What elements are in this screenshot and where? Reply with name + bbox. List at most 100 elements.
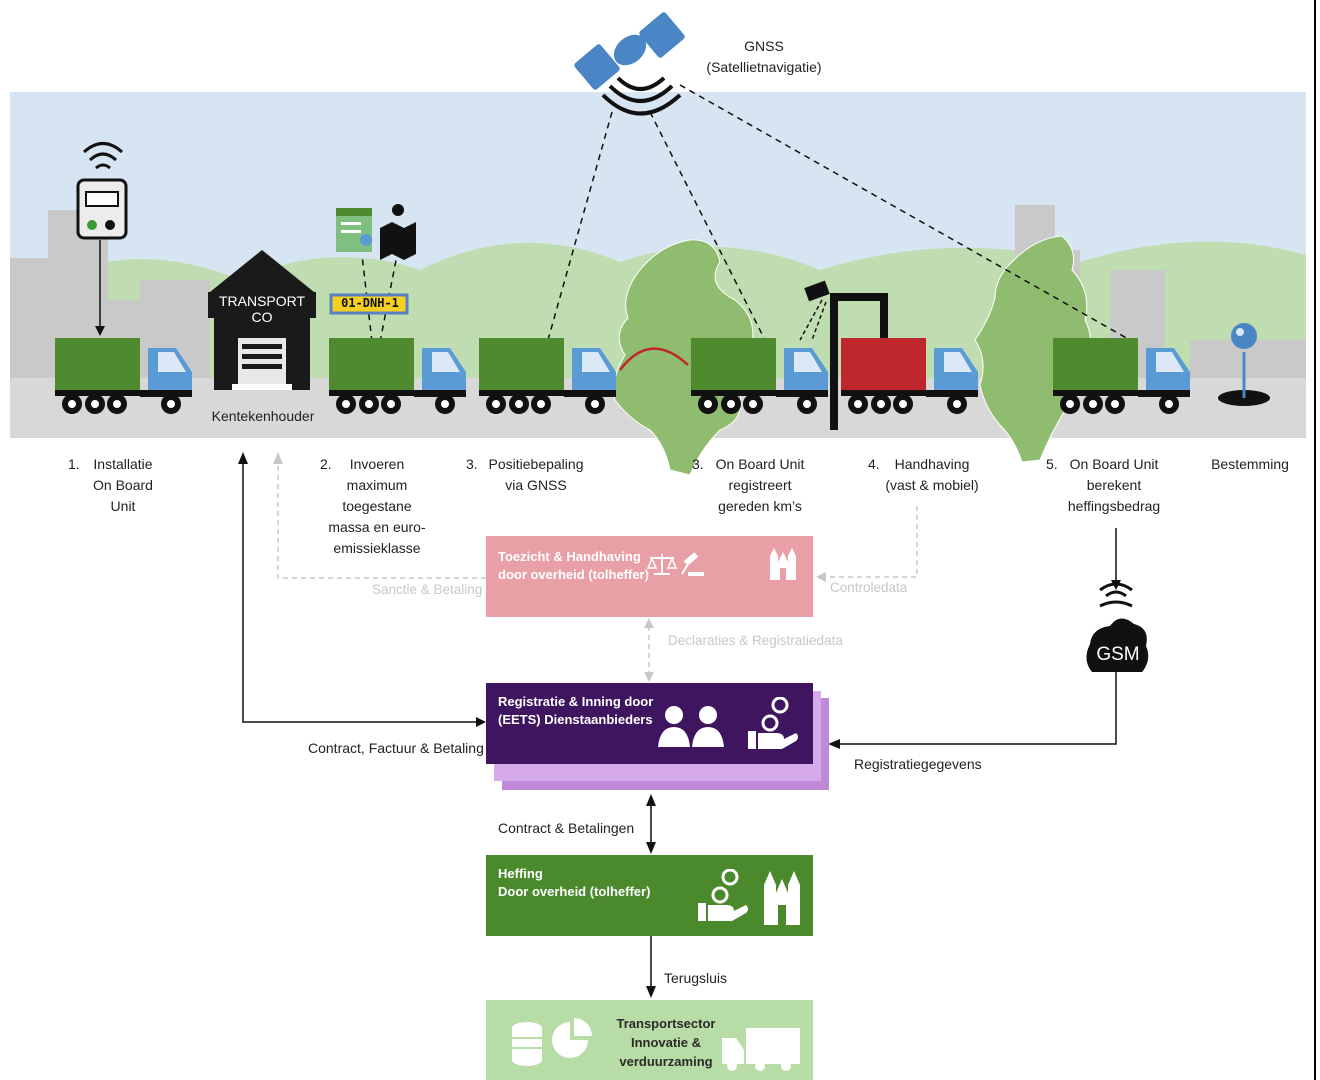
satellite-icon <box>574 12 685 116</box>
truck-1 <box>55 338 192 414</box>
step-line: via GNSS <box>505 477 567 493</box>
step-number: 3. <box>466 456 478 472</box>
step-line: Invoeren <box>349 456 405 472</box>
step-line: toegestane <box>342 498 412 514</box>
contract-factuur-label: Contract, Factuur & Betaling <box>308 740 484 756</box>
map-pin-icon <box>380 204 416 260</box>
step-number: 5. <box>1046 456 1058 472</box>
step-line: heffingsbedrag <box>1067 498 1161 514</box>
step-line: Installatie <box>93 456 153 472</box>
step-number: 2. <box>320 456 332 472</box>
box-title: Heffing <box>498 866 543 881</box>
truck-6 <box>1053 338 1190 414</box>
transport-building-icon <box>208 250 316 390</box>
controledata-arrow <box>826 506 918 578</box>
step-line: (vast & mobiel) <box>885 477 979 493</box>
destination-pin-icon <box>1218 323 1270 406</box>
step-2: 2. Invoeren maximum toegestane massa en … <box>316 454 436 559</box>
declaraties-label: Declaraties & Registratiedata <box>668 633 843 648</box>
building-caption: Kentekenhouder <box>211 408 315 424</box>
toezicht-text: Toezicht & Handhaving door overheid (tol… <box>498 548 649 584</box>
government-building-icon <box>770 548 796 580</box>
truck-2 <box>329 338 466 414</box>
truck-3 <box>479 338 616 414</box>
box-subtitle: verduurzaming <box>619 1054 713 1069</box>
terugsluis-label: Terugsluis <box>664 970 728 986</box>
step-number: 1. <box>68 456 80 472</box>
box-subtitle: Door overheid (tolheffer) <box>498 884 651 899</box>
step-text: Invoeren maximum toegestane massa en eur… <box>324 454 430 559</box>
step-line: emissieklasse <box>333 540 421 556</box>
camera-icon <box>799 280 830 341</box>
frame-border <box>1314 0 1316 1080</box>
box-title: Transportsector <box>616 1016 716 1031</box>
contract-factuur-arrow <box>242 462 478 723</box>
route-line <box>619 347 689 371</box>
step-line: On Board Unit <box>715 456 805 472</box>
users-icon <box>658 706 724 747</box>
registratiegegevens-arrow <box>838 672 1117 745</box>
transport-box: Transportsector Innovatie & verduurzamin… <box>486 1000 813 1080</box>
justice-scales-icon <box>646 552 704 576</box>
step-text: Positiebepaling via GNSS <box>484 454 588 496</box>
box-subtitle: door overheid (tolheffer) <box>498 567 649 582</box>
registratiegegevens-label: Registratiegegevens <box>854 756 982 772</box>
registratie-box: Registratie & Inning door (EETS) Diensta… <box>486 683 813 764</box>
contract-betalingen-label: Contract & Betalingen <box>498 820 635 836</box>
license-plate-text: 01-DNH-1 <box>341 296 399 310</box>
step-number: 4. <box>868 456 880 472</box>
truck-4 <box>691 338 828 414</box>
step-text: Handhaving (vast & mobiel) <box>880 454 984 496</box>
building-sign: TRANSPORT CO <box>218 293 306 325</box>
step-text: On Board Unit registreert gereden km’s <box>712 454 808 517</box>
government-building-icon <box>764 871 800 925</box>
payment-hand-icon <box>698 869 748 921</box>
step-line: Positiebepaling <box>488 456 584 472</box>
netherlands-map-1 <box>613 239 757 476</box>
step-line: gereden km’s <box>718 498 802 514</box>
step-line: Unit <box>110 498 136 514</box>
controledata-label: Controledata <box>830 580 908 595</box>
step-3b: 3. On Board Unit registreert gereden km’… <box>688 454 818 517</box>
step-line: Handhaving <box>894 456 970 472</box>
step-line: registreert <box>728 477 792 493</box>
gnss-subtitle: (Satellietnavigatie) <box>706 59 822 75</box>
license-plate <box>329 293 409 315</box>
box-subtitle: Innovatie & <box>630 1035 702 1050</box>
truck-icon <box>722 1028 800 1071</box>
gnss-label: GNSS (Satellietnavigatie) <box>700 36 828 78</box>
enforcement-gantry <box>830 293 888 430</box>
heffing-box: Heffing Door overheid (tolheffer) <box>486 855 813 936</box>
truck-5-red <box>841 338 978 414</box>
box-title: Registratie & Inning door <box>498 694 654 709</box>
step-number: 3. <box>692 456 704 472</box>
payment-hand-icon <box>748 697 798 749</box>
gnss-title: GNSS <box>744 38 784 54</box>
step-3a: 3. Positiebepaling via GNSS <box>462 454 602 496</box>
step-line: On Board Unit <box>1069 456 1159 472</box>
step-4: 4. Handhaving (vast & mobiel) <box>864 454 990 496</box>
step-line: massa en euro- <box>328 519 426 535</box>
heffing-text: Heffing Door overheid (tolheffer) <box>498 865 650 901</box>
step-text: On Board Unit berekent heffingsbedrag <box>1066 454 1162 517</box>
coins-icon <box>512 1022 542 1066</box>
step-text: Installatie On Board Unit <box>82 454 164 517</box>
obu-device-icon <box>76 142 128 240</box>
pie-chart-icon <box>552 1018 592 1058</box>
sanctie-arrow <box>277 464 486 579</box>
step-destination: Bestemming <box>1200 454 1300 475</box>
step-line: On Board <box>93 477 153 493</box>
step-1: 1. Installatie On Board Unit <box>62 454 172 517</box>
gsm-cloud-icon <box>1086 582 1149 672</box>
box-subtitle: (EETS) Dienstaanbieders <box>498 712 653 727</box>
step-line: berekent <box>1086 477 1142 493</box>
registratie-text: Registratie & Inning door (EETS) Diensta… <box>498 693 653 729</box>
document-profile-icon <box>336 208 372 252</box>
sanctie-label: Sanctie & Betaling <box>372 582 483 597</box>
step-line: maximum <box>346 477 408 493</box>
box-title: Toezicht & Handhaving <box>498 549 641 564</box>
toezicht-box: Toezicht & Handhaving door overheid (tol… <box>486 536 813 617</box>
gsm-label: GSM <box>1096 644 1140 665</box>
step-5: 5. On Board Unit berekent heffingsbedrag <box>1042 454 1172 517</box>
